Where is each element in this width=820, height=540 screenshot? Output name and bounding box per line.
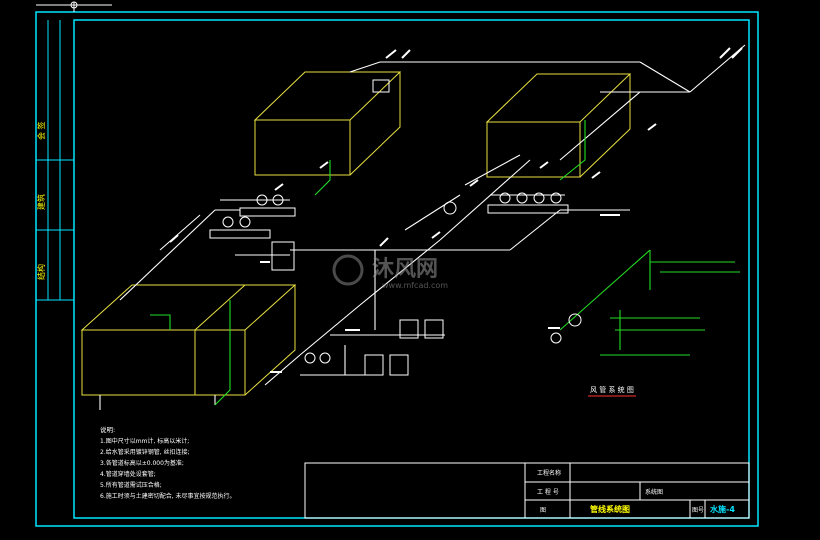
pump-icon	[239, 216, 251, 228]
pump-group-bottom	[271, 79, 582, 376]
strip-label-mid: 建筑	[36, 194, 46, 210]
note-line: 3.各管道标高以±0.000为基准;	[100, 459, 184, 467]
pipe-tags	[169, 47, 743, 373]
side-strip: 会 签 建筑 结构	[36, 20, 74, 301]
pipe-network	[99, 44, 746, 410]
pump-icon	[568, 313, 582, 327]
title-prefix: 图	[540, 507, 546, 514]
pump-icon	[499, 192, 511, 204]
note-line: 5.所有管道需试压合格;	[100, 481, 162, 489]
title-tab: 系统图	[645, 488, 663, 496]
pump-icon	[319, 352, 331, 364]
pump-icon	[550, 332, 562, 344]
pump-group-right	[443, 192, 569, 215]
tank-upper-right	[485, 73, 632, 178]
note-line: 6.施工时须与土建密切配合, 未尽事宜按规范执行。	[100, 492, 236, 500]
pump-icon	[443, 201, 457, 215]
legend-caption: 风 管 系 统 图	[590, 385, 634, 394]
pump-icon	[256, 194, 268, 206]
pump-icon	[222, 216, 234, 228]
notes-heading: 说明:	[100, 425, 115, 434]
note-line: 1.图中尺寸以mm计, 标高以米计;	[100, 437, 189, 445]
green-pipes	[150, 120, 740, 406]
title-project-item-label: 工 程 号	[537, 488, 559, 496]
strip-label-top: 会 签	[36, 121, 46, 140]
crosshair-center-icon	[70, 1, 78, 9]
watermark-brand: 沐风网	[372, 257, 438, 282]
drawing-title: 管线系统图	[590, 504, 630, 514]
pump-icon	[272, 194, 284, 206]
strip-label-bottom: 结构	[36, 264, 46, 280]
title-block	[304, 462, 750, 519]
pump-group-left	[209, 194, 296, 239]
pump-icon	[516, 192, 528, 204]
watermark: 沐风网 www.mfcad.com	[332, 254, 448, 290]
pump-icon	[304, 352, 316, 364]
watermark-url: www.mfcad.com	[382, 281, 448, 290]
outer-frame	[35, 11, 759, 527]
drawing-no: 水施-4	[709, 504, 735, 514]
tank-upper-left	[253, 71, 402, 176]
note-line: 2.给水管采用镀锌钢管, 丝扣连接;	[100, 448, 190, 456]
watermark-logo-icon	[332, 254, 364, 286]
notes-block: 说明: 1.图中尺寸以mm计, 标高以米计; 2.给水管采用镀锌钢管, 丝扣连接…	[100, 425, 236, 500]
title-project-name-label: 工程名称	[537, 469, 561, 477]
tank-lower-left	[80, 284, 297, 396]
pump-icon	[533, 192, 545, 204]
pump-icon	[550, 192, 562, 204]
drawing-no-label: 图号	[692, 507, 704, 514]
note-line: 4.管道穿墙处设套管;	[100, 470, 156, 478]
